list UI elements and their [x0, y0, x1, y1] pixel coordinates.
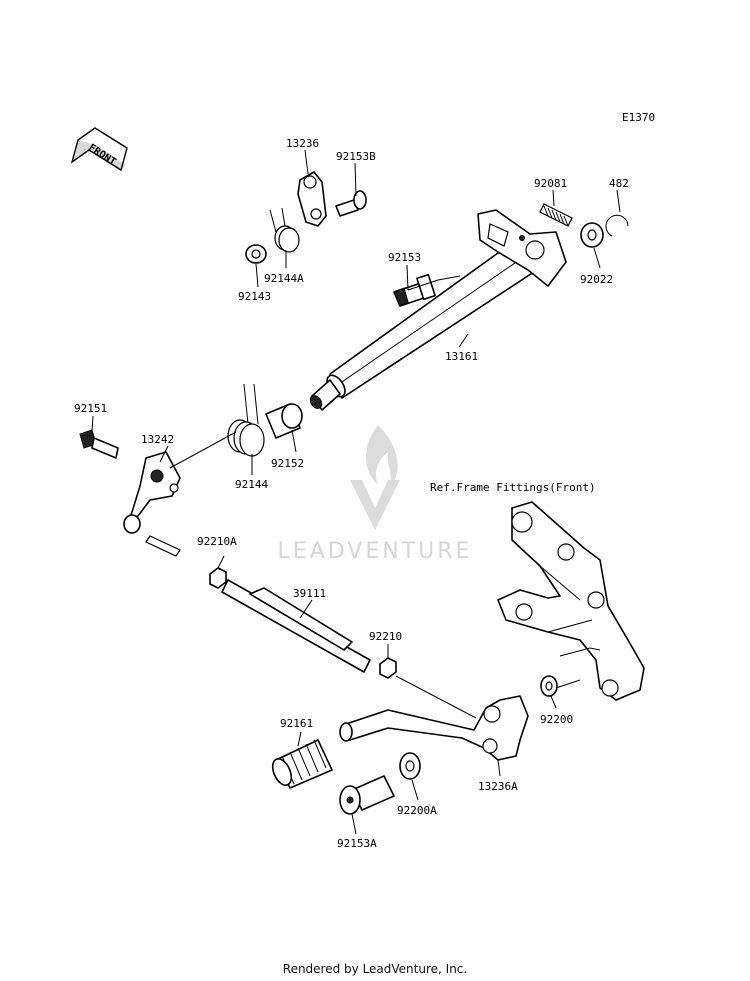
- arm-13236: [297, 171, 327, 227]
- front-arrow-icon: FRONT: [70, 127, 128, 172]
- label-92151: 92151: [74, 402, 107, 415]
- spring-92144: [227, 383, 265, 457]
- watermark-text: LEADVENTURE: [278, 539, 473, 564]
- collar-92143: [245, 244, 267, 264]
- label-92022: 92022: [580, 273, 613, 286]
- nut-92210: [379, 657, 397, 679]
- label-92210: 92210: [369, 630, 402, 643]
- label-92081: 92081: [534, 177, 567, 190]
- label-13236: 13236: [286, 137, 319, 150]
- frame-fitting: [497, 501, 645, 701]
- collar-92152: [265, 403, 303, 439]
- shift-pedal-13236A: [339, 695, 529, 761]
- tie-rod-39111: [145, 535, 371, 673]
- spring-92081: [539, 203, 573, 227]
- label-482: 482: [609, 177, 629, 190]
- label-92144A: 92144A: [264, 272, 304, 285]
- circlip-482: [605, 214, 629, 237]
- label-reference-note: Ref.Frame Fittings(Front): [430, 481, 596, 494]
- label-92161: 92161: [280, 717, 313, 730]
- label-92200A: 92200A: [397, 804, 437, 817]
- nut-92210A: [209, 567, 227, 589]
- label-39111: 39111: [293, 587, 326, 600]
- washer-92200: [540, 675, 558, 697]
- bolt-92153A: [339, 775, 395, 815]
- label-92153B: 92153B: [336, 150, 376, 163]
- label-13242: 13242: [141, 433, 174, 446]
- label-92152: 92152: [271, 457, 304, 470]
- footer-credit: Rendered by LeadVenture, Inc.: [282, 962, 468, 976]
- bolt-92153: [393, 273, 436, 307]
- label-92144: 92144: [235, 478, 268, 491]
- label-92200: 92200: [540, 713, 573, 726]
- label-92143: 92143: [238, 290, 271, 303]
- bolt-92153B: [335, 190, 367, 217]
- shift-shaft-13161: [309, 209, 567, 411]
- washer-92200A: [399, 752, 421, 780]
- washer-92022: [580, 222, 604, 248]
- leader-lines: [91, 149, 621, 835]
- watermark-logo: [350, 425, 400, 530]
- label-13161: 13161: [445, 350, 478, 363]
- rubber-92161: [271, 739, 333, 789]
- label-92210A: 92210A: [197, 535, 237, 548]
- diagram-code: E1370: [622, 111, 655, 124]
- spring-92144A: [269, 207, 300, 253]
- bolt-92151: [79, 429, 119, 459]
- label-13236A: 13236A: [478, 780, 518, 793]
- lever-13242: [123, 451, 181, 534]
- label-92153A: 92153A: [337, 837, 377, 850]
- label-92153: 92153: [388, 251, 421, 264]
